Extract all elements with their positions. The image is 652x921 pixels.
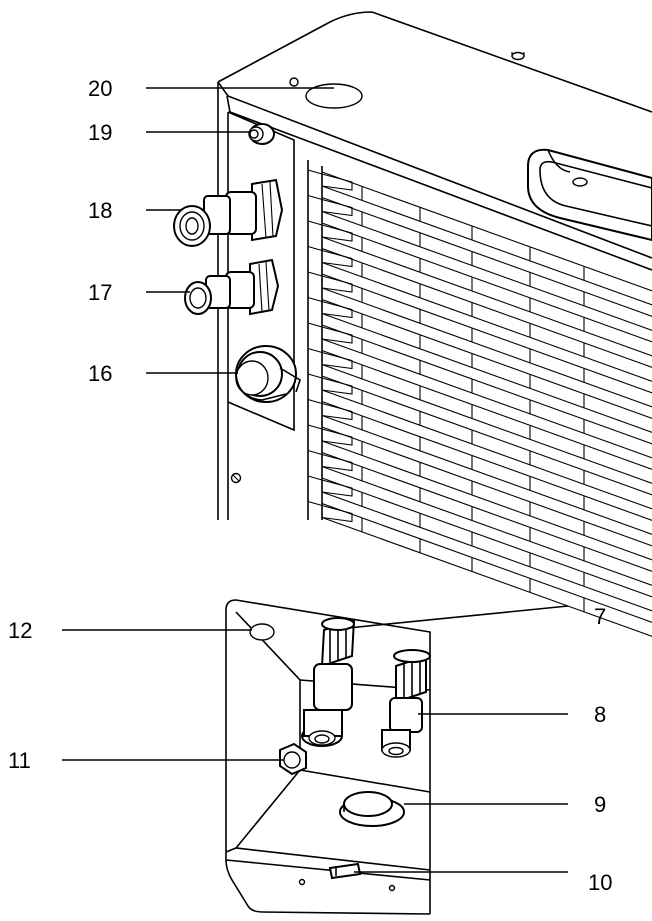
- grill-slat: [321, 236, 652, 357]
- grill-notch: [307, 398, 353, 421]
- grill-slat: [321, 465, 652, 586]
- grill-slat: [321, 349, 652, 470]
- grill-notch: [307, 271, 353, 293]
- connector-17: [184, 258, 280, 316]
- callout-18: 18: [88, 198, 112, 223]
- grill-slat: [321, 196, 652, 317]
- housing-top: [217, 11, 652, 271]
- drain-nut: [279, 742, 307, 776]
- grill-slat: [321, 502, 652, 623]
- slot-10: [328, 862, 362, 880]
- grill-slat: [321, 477, 652, 598]
- grill-notch: [307, 424, 353, 446]
- grill-notch: [307, 169, 353, 191]
- grill-slat: [321, 491, 652, 612]
- grill-slat: [321, 426, 652, 547]
- front-panel: [225, 599, 431, 914]
- cap-9: [339, 791, 405, 827]
- callout-labels: 20 19 18 17 16 12 11 7 8 9 10: [8, 76, 612, 895]
- grill-slat: [321, 389, 652, 510]
- grill-slat: [321, 375, 652, 496]
- grill-notch: [307, 500, 353, 523]
- callout-11: 11: [8, 748, 31, 773]
- connector-18: [173, 178, 284, 247]
- coupling-7: [301, 617, 356, 747]
- callout-12: 12: [8, 618, 32, 643]
- grill-slat: [321, 338, 652, 459]
- grill-notch: [307, 373, 353, 395]
- carry-handle: [527, 148, 652, 242]
- mounting-hole: [249, 623, 275, 641]
- grill-slat: [321, 363, 652, 484]
- leader-7: [347, 605, 569, 629]
- callout-7: 7: [594, 604, 606, 629]
- callout-16: 16: [88, 361, 112, 386]
- grill-notch: [307, 194, 353, 217]
- grill-slat: [321, 414, 652, 535]
- grill-slat: [321, 312, 652, 433]
- lower-panel-view: [62, 599, 569, 915]
- upper-unit-view: [146, 11, 652, 637]
- callout-17: 17: [88, 280, 112, 305]
- grill-slat: [321, 247, 652, 368]
- grill-slat: [321, 185, 652, 306]
- grill-slat: [321, 222, 652, 343]
- coupling-8: [381, 649, 431, 758]
- grill-slat: [321, 171, 652, 292]
- grill-slat: [321, 298, 652, 419]
- callout-8: 8: [594, 702, 606, 727]
- grill-notch: [307, 475, 353, 497]
- grill-slat: [321, 273, 652, 394]
- grill-notch: [307, 449, 353, 472]
- grill-notch: [307, 347, 353, 370]
- fill-cap: [305, 83, 363, 109]
- grill-slat: [321, 287, 652, 408]
- grill-slat: [321, 400, 652, 521]
- grill-slat: [321, 451, 652, 572]
- grill-slat: [321, 210, 652, 331]
- grill-notch: [307, 220, 353, 242]
- callout-20: 20: [88, 76, 112, 101]
- grill-slat: [321, 516, 652, 637]
- ventilation-grill: [307, 160, 652, 637]
- callout-9: 9: [594, 792, 606, 817]
- callout-10: 10: [588, 870, 612, 895]
- grill-slat: [321, 261, 652, 382]
- grill-notch: [307, 245, 353, 268]
- grill-notch: [307, 322, 353, 344]
- callout-19: 19: [88, 120, 112, 145]
- connector-19: [248, 123, 275, 145]
- grill-slat: [321, 324, 652, 445]
- connector-16: [235, 345, 301, 403]
- grill-notch: [307, 296, 353, 319]
- grill-slat: [321, 440, 652, 561]
